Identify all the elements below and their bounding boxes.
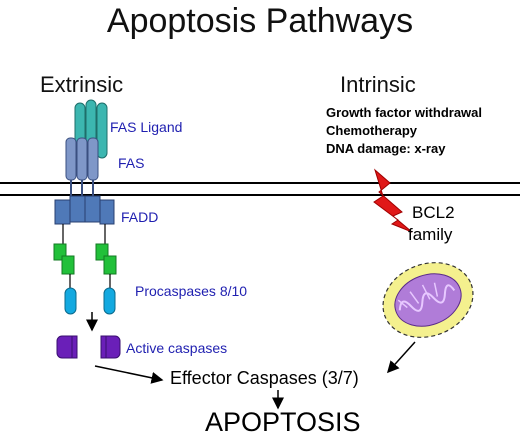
effector-caspases-label: Effector Caspases (3/7) xyxy=(170,368,359,388)
cell-membrane xyxy=(0,182,520,196)
fas-receptor-shape xyxy=(65,137,99,200)
fas-label: FAS xyxy=(118,155,145,171)
extrinsic-heading: Extrinsic xyxy=(40,72,124,97)
active-caspases-label: Active caspases xyxy=(126,340,228,356)
apoptosis-label: APOPTOSIS xyxy=(205,407,361,437)
intrinsic-stimuli-list: Growth factor withdrawal Chemotherapy DN… xyxy=(326,104,482,158)
bcl2-family-label: family xyxy=(408,225,453,244)
diagram-title: Apoptosis Pathways xyxy=(106,2,414,40)
procaspases-shape xyxy=(53,243,117,315)
procaspases-label: Procaspases 8/10 xyxy=(135,283,248,299)
arrow-extrinsic-to-effector xyxy=(94,365,164,384)
fas-ligand-label: FAS Ligand xyxy=(110,119,183,135)
intrinsic-heading: Intrinsic xyxy=(340,72,416,97)
fadd-label: FADD xyxy=(121,209,159,225)
bcl2-label: BCL2 xyxy=(412,203,455,222)
stimulus-chemotherapy: Chemotherapy xyxy=(326,123,418,138)
active-caspases-shape xyxy=(56,335,121,359)
stimulus-dna-damage: DNA damage: x-ray xyxy=(326,141,446,156)
mitochondrion-shape xyxy=(382,262,474,338)
lightning-bolt-icon xyxy=(373,168,413,233)
stimulus-growth-factor: Growth factor withdrawal xyxy=(326,105,483,120)
arrow-intrinsic-to-effector xyxy=(386,341,416,374)
fadd-shape xyxy=(54,195,115,244)
